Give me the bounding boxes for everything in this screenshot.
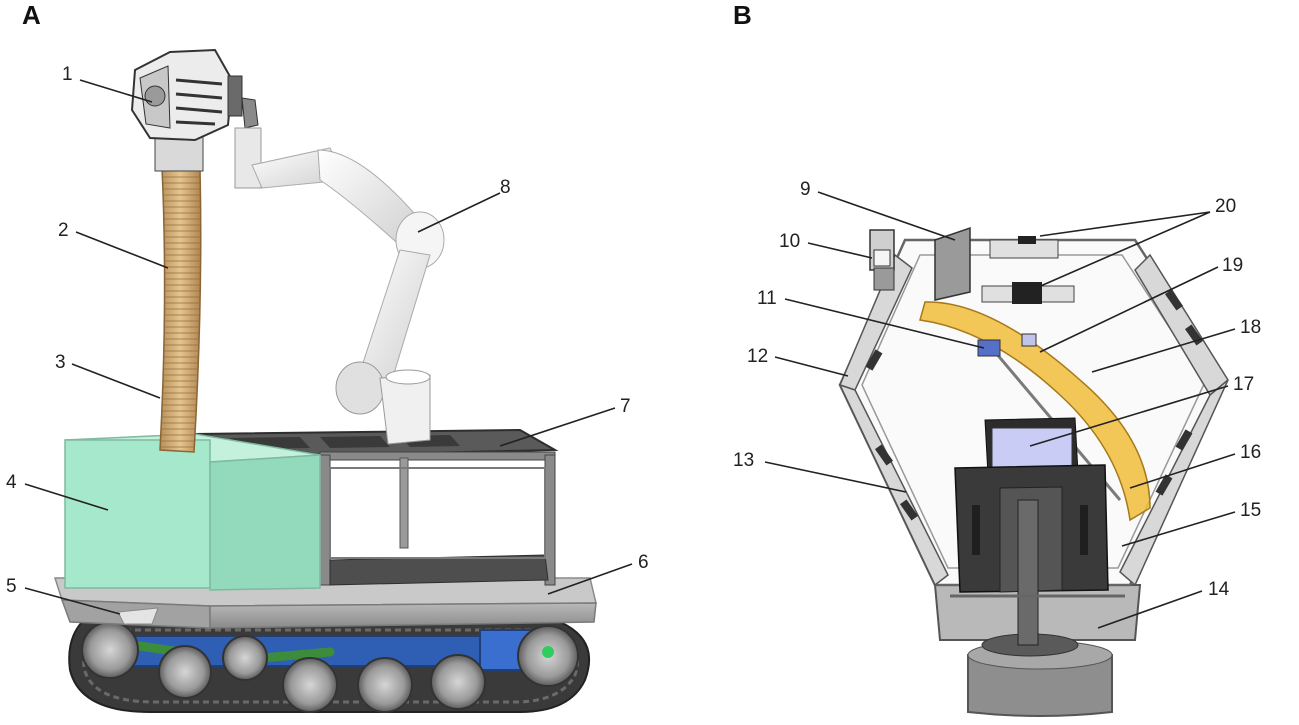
callout-3: 3 [55, 352, 66, 373]
callout-15: 15 [1240, 500, 1261, 521]
callout-9: 9 [800, 179, 811, 200]
perforated-side-panels [838, 253, 1229, 587]
panel-letter-b: B [733, 0, 752, 30]
platform-front [209, 602, 597, 629]
collector-head-detail [838, 226, 1229, 717]
front-bracket [117, 607, 159, 625]
callout-11: 11 [757, 288, 777, 309]
panel-a-callouts: 1 2 3 4 5 6 7 8 [6, 64, 649, 597]
callout-1: 1 [62, 64, 73, 85]
limit-switches [981, 236, 1075, 304]
side-actuator [869, 226, 971, 301]
control-box-side [64, 439, 211, 589]
panel-a-leaders [24, 79, 633, 615]
robot-vehicle-illustration [53, 48, 597, 713]
collector-head [130, 48, 259, 172]
track-treads [82, 628, 579, 704]
mounting-bracket [954, 464, 1109, 646]
callout-2: 2 [58, 220, 69, 241]
callout-8: 8 [500, 177, 511, 198]
control-box-front [209, 454, 321, 591]
robotic-arm [234, 127, 445, 445]
callout-18: 18 [1240, 317, 1261, 338]
base-cylinder [967, 654, 1113, 717]
callout-5: 5 [6, 576, 17, 597]
callout-19: 19 [1222, 255, 1243, 276]
panel-b-callouts: 9 10 11 12 13 14 15 16 17 18 19 20 [733, 179, 1261, 600]
callout-10: 10 [779, 231, 800, 252]
panel-b-leaders [764, 191, 1236, 629]
callout-20: 20 [1215, 196, 1236, 217]
callout-4: 4 [6, 472, 17, 493]
callout-17: 17 [1233, 374, 1254, 395]
panel-letter-a: A [22, 0, 41, 30]
callout-7: 7 [620, 396, 631, 417]
road-wheels [81, 621, 579, 713]
callout-16: 16 [1240, 442, 1261, 463]
callout-13: 13 [733, 450, 754, 471]
callout-14: 14 [1208, 579, 1230, 600]
callout-6: 6 [638, 552, 649, 573]
callout-12: 12 [747, 346, 768, 367]
